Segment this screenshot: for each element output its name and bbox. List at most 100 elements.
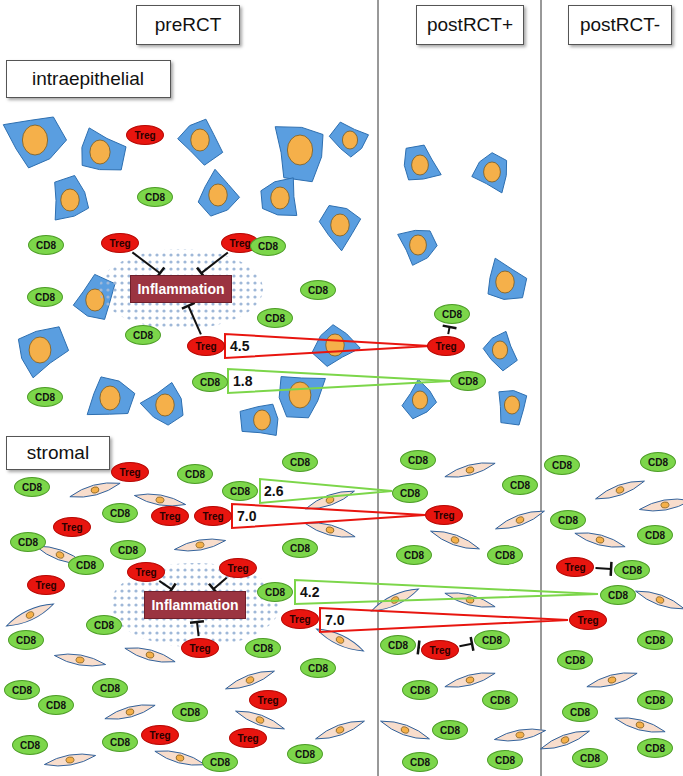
fibroblast (124, 643, 177, 666)
node-text: CD8 (35, 392, 55, 403)
cd8-cell: CD8 (202, 752, 238, 772)
cell-nucleus (287, 135, 312, 165)
node-text: CD8 (308, 285, 328, 296)
fibroblast (574, 528, 627, 551)
section-header: stromal (6, 436, 110, 470)
node-text: Treg (202, 511, 223, 522)
cell-nucleus (342, 131, 357, 149)
node-text: CD8 (258, 241, 278, 252)
node-text: CD8 (495, 755, 515, 766)
cell-nucleus (412, 391, 427, 409)
node-text: CD8 (400, 488, 420, 499)
cell-nucleus (410, 235, 427, 255)
treg-cell: Treg (111, 462, 148, 482)
section-header: postRCT+ (416, 5, 524, 45)
cell-nucleus (254, 410, 271, 430)
fibroblast (586, 668, 639, 691)
node-text: CD8 (388, 640, 408, 651)
node-text: CD8 (648, 457, 668, 468)
cell-nucleus (209, 184, 227, 206)
node-text: Treg (577, 615, 598, 626)
node-text: Treg (159, 511, 180, 522)
fibroblast (154, 746, 207, 769)
treg-cell: Treg (229, 728, 266, 748)
cell-nucleus (496, 271, 514, 293)
cell-nucleus (331, 214, 349, 236)
treg-cell: Treg (126, 125, 163, 145)
cd8-cell: CD8 (600, 585, 636, 605)
inhibition-connector (190, 621, 204, 636)
node-text: CD8 (482, 635, 502, 646)
node-text: Treg (237, 733, 258, 744)
inhibition-connector (443, 326, 457, 334)
cd8-cell: CD8 (614, 560, 650, 580)
treg-cell: Treg (427, 336, 464, 356)
fold-change-number: 7.0 (324, 612, 345, 628)
node-text: CD8 (94, 620, 114, 631)
node-text: CD8 (580, 753, 600, 764)
cd8-cell: CD8 (562, 702, 598, 722)
fold-change-wedge (232, 504, 425, 528)
treg-cell: Treg (569, 610, 606, 630)
node-text: Treg (149, 730, 170, 741)
epithelial-cell (261, 178, 297, 216)
cd8-cell: CD8 (502, 475, 538, 495)
fold-change-wedge (225, 334, 430, 358)
cd8-cell: CD8 (282, 538, 318, 558)
fibroblast (379, 716, 431, 743)
fibroblast (639, 496, 683, 515)
cd8-cell: CD8 (557, 650, 593, 670)
epithelial-cell (55, 176, 89, 221)
treg-cell: Treg (249, 690, 286, 710)
node-text: CD8 (145, 192, 165, 203)
node-text: CD8 (308, 663, 328, 674)
column-divider (378, 0, 379, 776)
cd8-cell: CD8 (402, 680, 438, 700)
treg-cell: Treg (181, 638, 218, 658)
fibroblast (594, 476, 646, 503)
treg-cell: Treg (53, 517, 90, 537)
cd8-cell: CD8 (12, 735, 48, 755)
inhibition-connector (182, 303, 201, 335)
section-header: preRCT (136, 5, 240, 45)
node-text: CD8 (200, 377, 220, 388)
cd8-cell: CD8 (474, 630, 510, 650)
node-text: CD8 (490, 695, 510, 706)
fold-change-wedge (260, 479, 392, 503)
node-text: CD8 (410, 685, 430, 696)
inhibition-connector (595, 562, 611, 576)
fibroblast (54, 651, 107, 670)
fibroblast (634, 586, 683, 613)
node-text: CD8 (570, 707, 590, 718)
cell-nucleus (271, 187, 289, 209)
cd8-cell: CD8 (110, 540, 146, 560)
node-text: Inflammation (151, 597, 238, 613)
node-text: CD8 (290, 543, 310, 554)
treg-cell: Treg (101, 233, 138, 253)
treg-cell: Treg (187, 336, 224, 356)
epithelial-cell (329, 122, 368, 157)
node-text: CD8 (18, 537, 38, 548)
epithelial-cell (319, 206, 360, 251)
treg-cell: Treg (281, 609, 318, 629)
node-text: CD8 (558, 515, 578, 526)
cd8-cell: CD8 (637, 525, 673, 545)
cd8-cell: CD8 (27, 387, 63, 407)
fold-change-wedge (228, 369, 450, 393)
cell-nucleus (22, 125, 47, 155)
inflammation-box: Inflammation (144, 591, 245, 619)
node-text: CD8 (404, 550, 424, 561)
cd8-cell: CD8 (222, 481, 258, 501)
node-text: CD8 (440, 725, 460, 736)
node-text: CD8 (180, 707, 200, 718)
treg-cell: Treg (127, 562, 164, 582)
epithelial-cell (3, 117, 66, 168)
cd8-cell: CD8 (380, 635, 416, 655)
node-text: CD8 (295, 749, 315, 760)
node-text: CD8 (645, 743, 665, 754)
node-text: CD8 (35, 292, 55, 303)
section-header: postRCT- (568, 5, 672, 45)
cd8-cell: CD8 (245, 638, 281, 658)
cd8-cell: CD8 (402, 752, 438, 772)
treg-cell: Treg (151, 506, 188, 526)
